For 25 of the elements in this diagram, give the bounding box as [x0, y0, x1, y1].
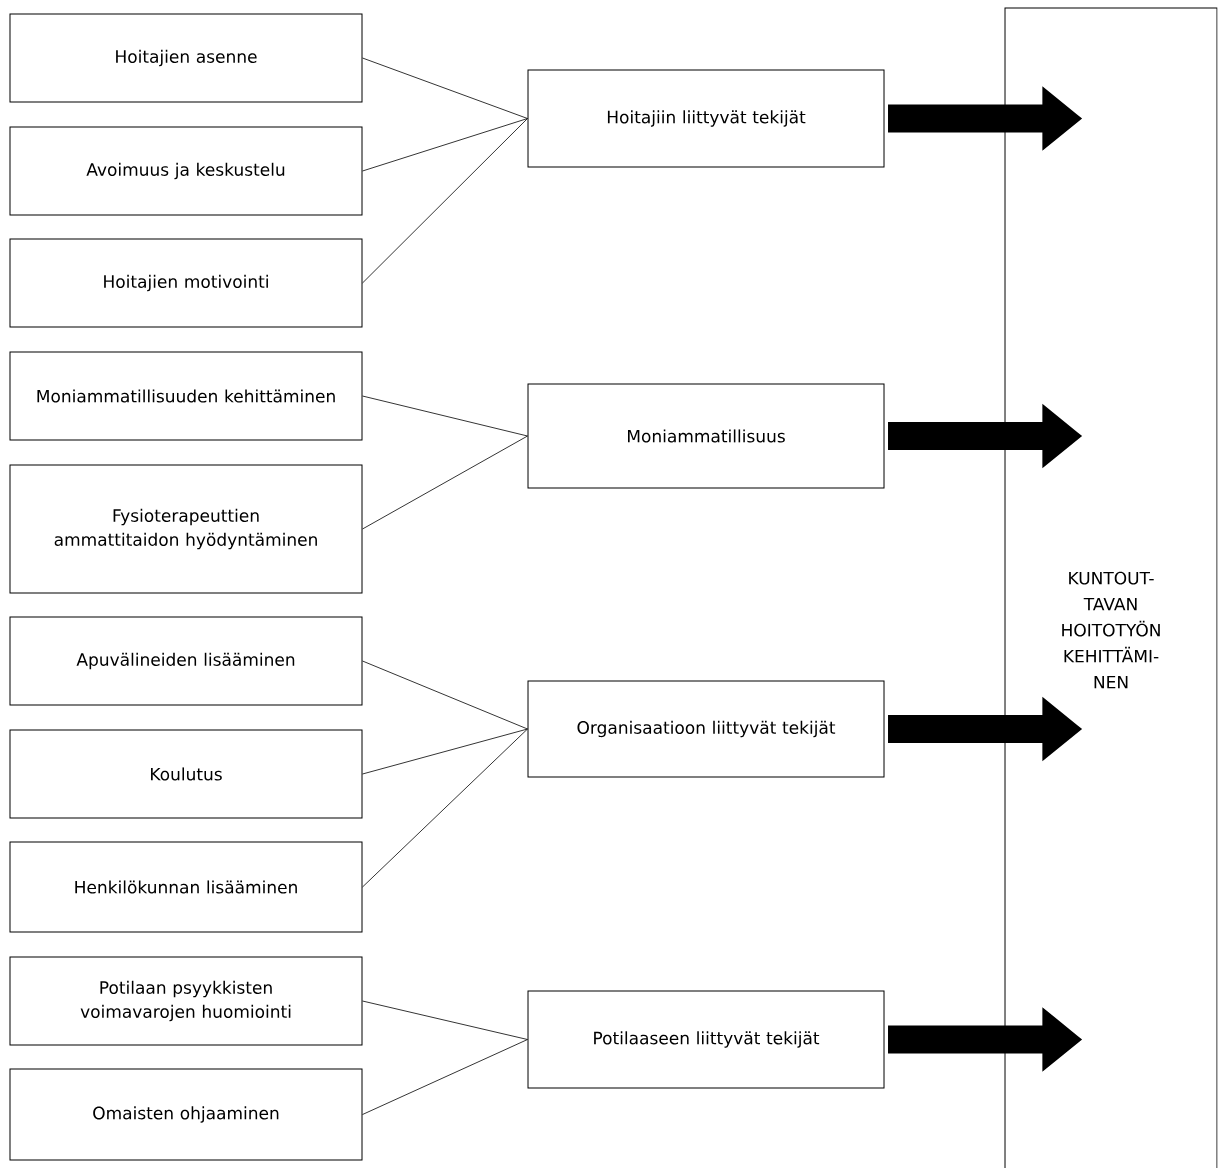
connector-line [362, 660, 528, 730]
connector-line [362, 1039, 528, 1115]
factor-box: Koulutus [9, 729, 363, 819]
connector-line [362, 118, 528, 172]
connector-line [362, 395, 528, 437]
factor-box: Moniammatillisuuden kehittäminen [9, 351, 363, 441]
factor-box: Potilaan psyykkisten voimavarojen huomiointi [9, 956, 363, 1046]
factor-box: Omaisten ohjaaminen [9, 1068, 363, 1161]
factor-box: Apuvälineiden lisääminen [9, 616, 363, 706]
category-box: Hoitajiin liittyvät tekijät [527, 69, 885, 168]
category-box: Organisaatioon liittyvät tekijät [527, 680, 885, 778]
factor-box: Henkilökunnan lisääminen [9, 841, 363, 933]
category-box: Moniammatillisuus [527, 383, 885, 489]
factor-box: Avoimuus ja keskustelu [9, 126, 363, 216]
factor-box: Hoitajien asenne [9, 13, 363, 103]
connector-line [362, 728, 528, 775]
connector-line [362, 1000, 528, 1040]
factor-box: Fysioterapeuttien ammattitaidon hyödyntäminen [9, 464, 363, 594]
connector-line [362, 728, 528, 888]
connector-line [362, 435, 528, 530]
goal-box: KUNTOUT- TAVAN HOITOTYÖN KEHITTÄMI- NEN [1004, 7, 1218, 1168]
connector-line [362, 57, 528, 119]
connector-line [362, 118, 528, 284]
category-box: Potilaaseen liittyvät tekijät [527, 990, 885, 1089]
factor-box: Hoitajien motivointi [9, 238, 363, 328]
